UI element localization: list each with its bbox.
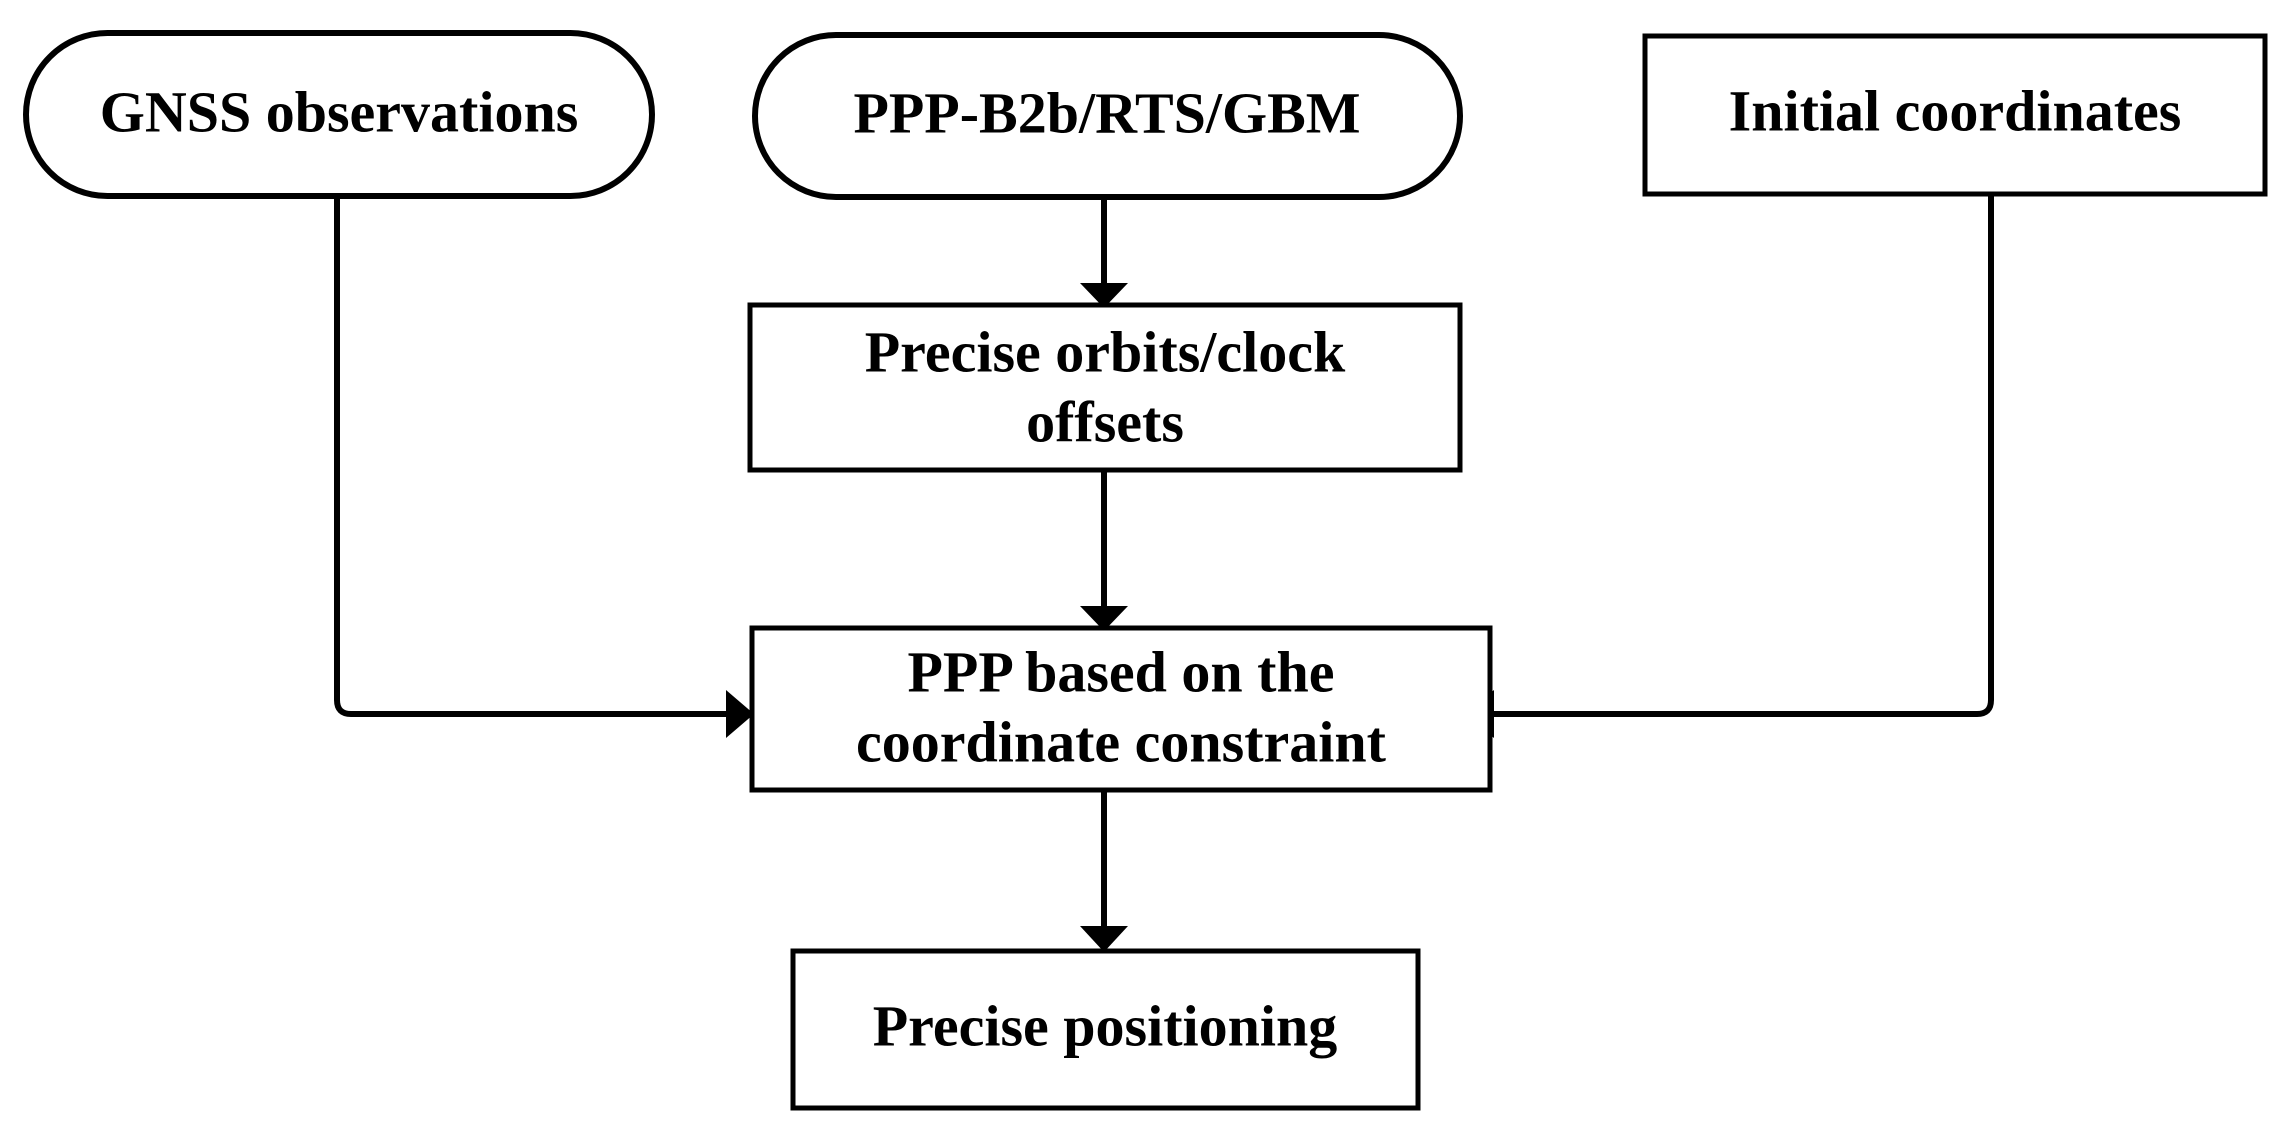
node-ppp-coordinate-constraint-label-line1: PPP based on the [908, 639, 1335, 704]
node-gnss-observations[interactable]: GNSS observations [23, 30, 655, 199]
edge-orbits-to-ppp [1080, 470, 1128, 631]
arrowhead-down-icon [1080, 283, 1128, 308]
node-precise-orbits-clock-offsets-label-line2: offsets [1026, 389, 1184, 454]
edge-line [334, 196, 730, 717]
node-precise-orbits-clock-offsets[interactable]: Precise orbits/clock offsets [747, 302, 1463, 473]
node-precise-orbits-clock-offsets-shape [747, 302, 1463, 473]
node-initial-coordinates[interactable]: Initial coordinates [1642, 33, 2268, 197]
arrowhead-right-icon [726, 690, 754, 738]
node-ppp-b2b-rts-gbm[interactable]: PPP-B2b/RTS/GBM [752, 32, 1463, 200]
node-initial-coordinates-label: Initial coordinates [1729, 78, 2182, 143]
arrowhead-down-icon [1080, 606, 1128, 631]
edge-gnss-to-ppp [334, 196, 754, 738]
node-initial-coordinates-shape [1642, 33, 2268, 197]
node-precise-positioning-label: Precise positioning [873, 993, 1338, 1058]
node-ppp-coordinate-constraint-shape [749, 625, 1493, 793]
node-precise-orbits-clock-offsets-label-line1: Precise orbits/clock [865, 319, 1346, 384]
node-precise-positioning[interactable]: Precise positioning [790, 948, 1421, 1111]
node-ppp-coordinate-constraint[interactable]: PPP based on the coordinate constraint [749, 625, 1493, 793]
node-gnss-observations-label: GNSS observations [100, 79, 579, 144]
node-precise-positioning-shape [790, 948, 1421, 1111]
edge-ppp-to-positioning [1080, 790, 1128, 952]
node-ppp-coordinate-constraint-label-line2: coordinate constraint [856, 709, 1387, 774]
node-ppp-b2b-rts-gbm-shape [752, 32, 1463, 200]
arrowhead-down-icon [1080, 926, 1128, 952]
edge-products-to-orbits [1080, 197, 1128, 308]
edge-line [1490, 194, 1994, 717]
edge-initial-to-ppp [1464, 194, 1994, 738]
node-gnss-observations-shape [23, 30, 655, 199]
node-ppp-b2b-rts-gbm-label: PPP-B2b/RTS/GBM [853, 80, 1360, 145]
